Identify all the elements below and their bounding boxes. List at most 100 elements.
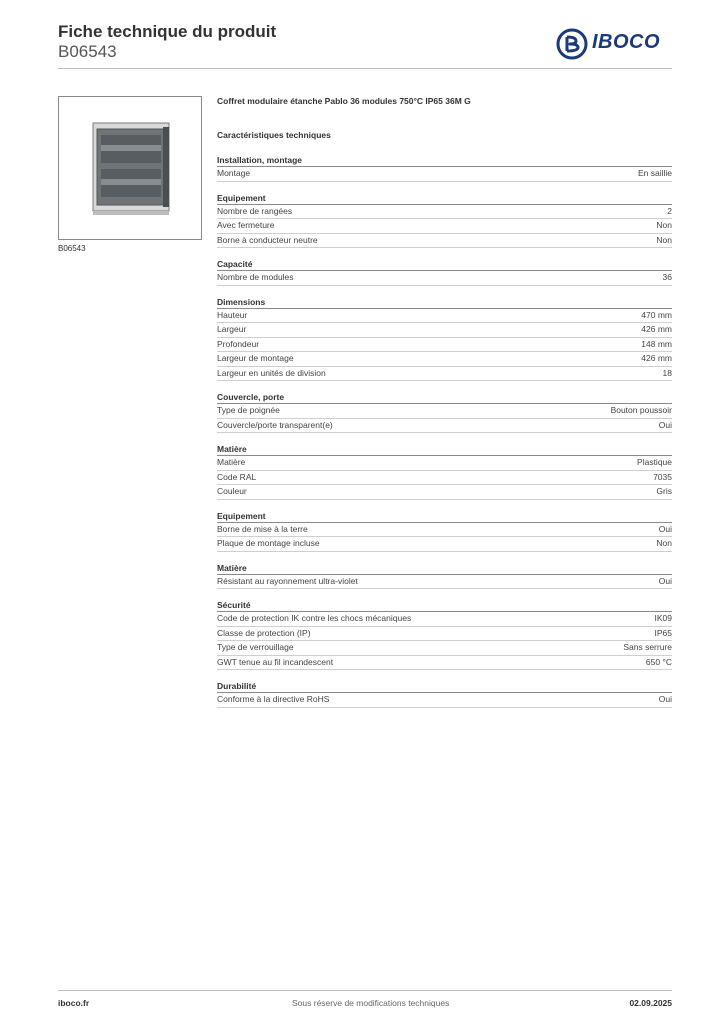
spec-value: 36 [662,272,672,282]
document-header: Fiche technique du produit B06543 [58,22,276,62]
spec-label: Hauteur [217,309,248,320]
product-title: Coffret modulaire étanche Pablo 36 modul… [217,96,471,106]
spec-value: Non [656,220,672,230]
spec-row: Borne de mise à la terre Oui [217,523,672,537]
spec-value: 426 mm [641,324,672,334]
section-heading: Dimensions [217,297,672,309]
spec-label: Borne de mise à la terre [217,523,308,534]
spec-label: Résistant au rayonnement ultra-violet [217,575,358,586]
spec-value: 2 [667,205,672,216]
product-code: B06543 [58,42,117,61]
spec-value: Oui [658,419,672,430]
spec-row: Couleur Gris [217,485,672,500]
product-image [58,96,202,240]
section-heading: Durabilité [217,681,672,693]
spec-value: 148 mm [641,338,672,349]
spec-value: Oui [658,694,672,704]
spec-row: Borne à conducteur neutre Non [217,234,672,248]
spec-row: Type de poignée Bouton poussoir [217,404,672,419]
spec-label: Plaque de montage incluse [217,538,320,548]
spec-value: Bouton poussoir [610,405,672,415]
spec-value: 426 mm [641,353,672,363]
section-heading: Installation, montage [217,155,672,167]
section-heading: Couvercle, porte [217,392,672,404]
spec-label: Couleur [217,486,247,496]
spec-label: Borne à conducteur neutre [217,234,318,245]
spec-value: Oui [658,575,672,586]
spec-label: Largeur en unités de division [217,367,326,378]
section-heading: Matière [217,444,672,456]
enclosure-illustration [92,122,170,215]
spec-row: Couvercle/porte transparent(e) Oui [217,419,672,433]
spec-row: Type de verrouillage Sans serrure [217,641,672,656]
spec-value: En saillie [637,168,672,178]
spec-row: Classe de protection (IP) IP65 [217,627,673,641]
spec-label: Classe de protection (IP) [217,627,311,638]
footer-divider [58,990,672,991]
brand-logo: IBOCO [556,28,674,60]
spec-label: Type de verrouillage [217,642,294,652]
spec-row: Plaque de montage incluse Non [217,537,672,552]
section-heading: Sécurité [217,600,672,612]
spec-label: Nombre de modules [217,272,294,282]
header-divider [58,68,672,69]
footer-notice: Sous réserve de modifications techniques [292,998,450,1008]
image-caption: B06543 [58,244,86,253]
spec-label: Type de poignée [217,405,280,415]
spec-content: Coffret modulaire étanche Pablo 36 modul… [217,96,672,708]
spec-row: Nombre de modules 36 [217,271,672,286]
spec-label: Profondeur [217,338,260,349]
spec-value: 650 °C [645,656,672,667]
spec-label: Couvercle/porte transparent(e) [217,419,333,430]
spec-label: Nombre de rangées [217,205,293,216]
spec-row: Code RAL 7035 [217,471,672,485]
spec-value: Plastique [637,457,672,467]
spec-label: Montage [217,168,251,178]
spec-row: Avec fermeture Non [217,219,672,234]
brand-logo-text: IBOCO [592,31,661,53]
spec-row: Profondeur 148 mm [217,338,672,352]
spec-label: Largeur de montage [217,353,294,363]
spec-label: Matière [217,457,246,467]
spec-value: Sans serrure [623,642,672,652]
spec-value: IP65 [654,627,673,638]
spec-value: 470 mm [641,309,672,320]
page-title: Fiche technique du produit [58,22,277,41]
spec-row: Montage En saillie [217,167,672,182]
spec-value: Non [656,234,672,245]
footer-website[interactable]: iboco.fr [58,998,90,1008]
brand-logo-icon [556,28,588,60]
spec-value: 7035 [653,471,672,482]
section-heading: Capacité [217,259,672,271]
section-heading: Equipement [217,193,672,205]
spec-row: Largeur de montage 426 mm [217,352,672,367]
spec-value: IK09 [654,613,673,623]
spec-label: Avec fermeture [217,220,275,230]
spec-row: Matière Plastique [217,456,672,471]
spec-value: Gris [656,486,672,496]
section-heading: Matière [217,563,672,575]
spec-label: Code RAL [217,471,257,482]
spec-label: Largeur [217,324,247,334]
spec-label: Code de protection IK contre les chocs m… [217,613,412,623]
spec-row: Nombre de rangées 2 [217,205,672,219]
spec-row: Résistant au rayonnement ultra-violet Oui [217,575,672,589]
spec-row: Hauteur 470 mm [217,309,672,323]
spec-row: Code de protection IK contre les chocs m… [217,612,672,627]
spec-value: 18 [662,367,672,378]
spec-label: GWT tenue au fil incandescent [217,656,334,667]
spec-value: Non [656,538,672,548]
spec-value: Oui [658,523,672,534]
spec-row: Largeur 426 mm [217,323,672,338]
